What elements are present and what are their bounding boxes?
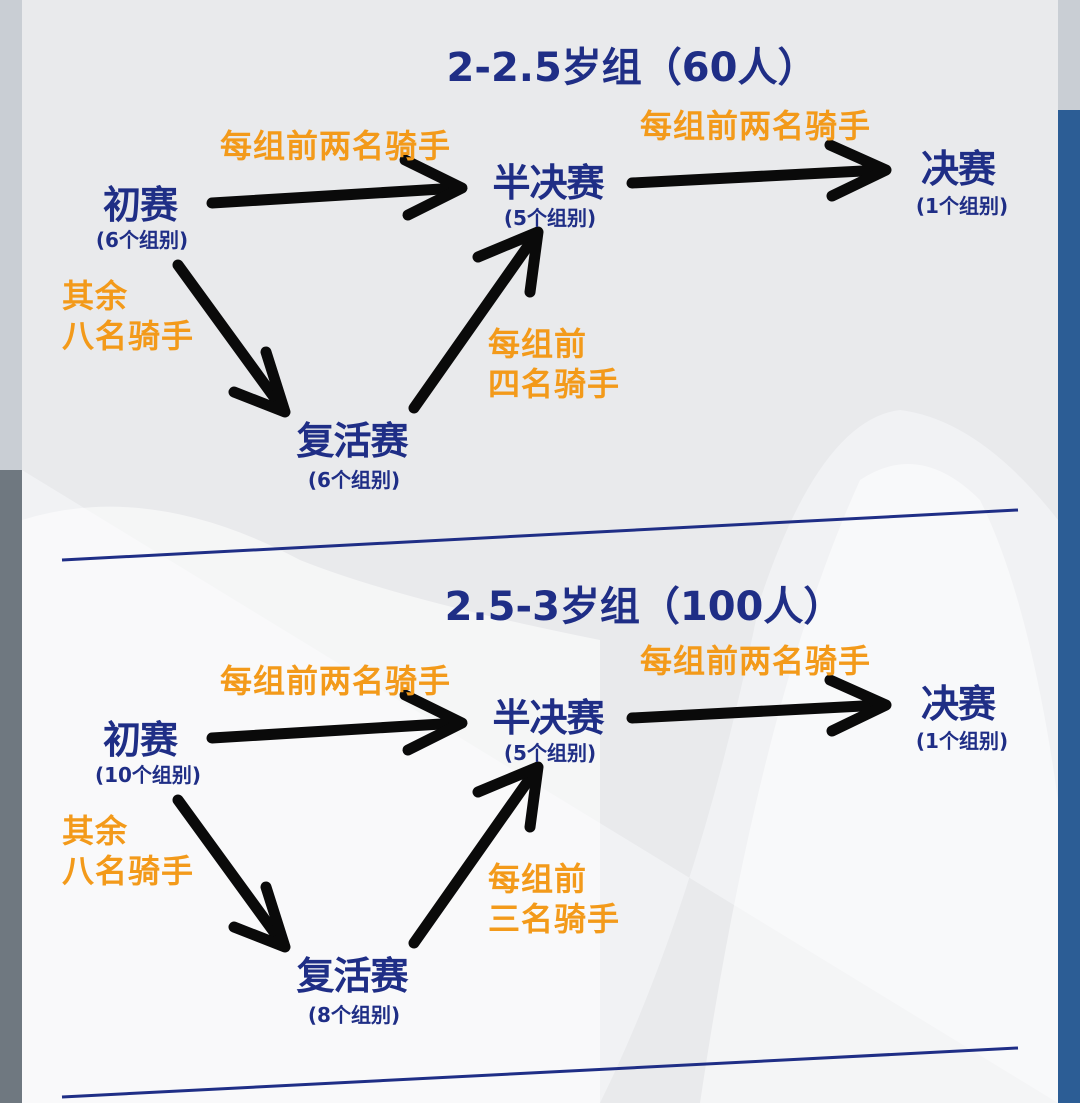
stage-prelim-groups: (10个组别) bbox=[94, 763, 202, 787]
flow-arrows bbox=[172, 139, 892, 418]
section-divider-1 bbox=[61, 508, 1019, 562]
repechage-advance-label: 每组前 四名骑手 bbox=[488, 324, 620, 404]
arrow-prelim-to-semi bbox=[206, 689, 468, 756]
repechage-advance-line1: 每组前 bbox=[488, 325, 588, 363]
stage-prelim: 初赛 bbox=[102, 183, 178, 227]
section-title: 2-2.5岁组（60人） bbox=[446, 45, 818, 91]
rest-riders-line1: 其余 bbox=[62, 277, 129, 315]
repechage-advance-line1: 每组前 bbox=[488, 860, 588, 898]
repechage-advance-label: 每组前 三名骑手 bbox=[488, 859, 620, 939]
repechage-advance-line2: 三名骑手 bbox=[488, 900, 621, 938]
advance-label-semi-final: 每组前两名骑手 bbox=[640, 642, 872, 680]
stage-repechage: 复活赛 bbox=[296, 419, 408, 463]
stage-final: 决赛 bbox=[920, 147, 996, 191]
stage-semifinal-groups: (5个组别) bbox=[503, 206, 597, 230]
section-age-2-2.5: 2-2.5岁组（60人） 每组前两名骑手 每组前两名骑手 初赛 (6个组别) 半… bbox=[0, 0, 1080, 540]
arrow-semi-to-final bbox=[626, 674, 892, 737]
stage-semifinal: 半决赛 bbox=[492, 696, 604, 740]
stage-repechage-groups: (6个组别) bbox=[307, 468, 401, 492]
section-age-2.5-3: 2.5-3岁组（100人） 每组前两名骑手 每组前两名骑手 初赛 (10个组别)… bbox=[0, 535, 1080, 1075]
rest-riders-line2: 八名骑手 bbox=[62, 317, 195, 355]
rest-riders-label: 其余 八名骑手 bbox=[62, 811, 194, 891]
arrow-semi-to-final bbox=[626, 139, 892, 202]
section-title: 2.5-3岁组（100人） bbox=[444, 584, 844, 630]
rest-riders-label: 其余 八名骑手 bbox=[62, 276, 194, 356]
stage-final: 决赛 bbox=[920, 682, 996, 726]
section-divider-2 bbox=[61, 1046, 1019, 1099]
stage-final-groups: (1个组别) bbox=[915, 729, 1009, 753]
advance-label-semi-final: 每组前两名骑手 bbox=[640, 107, 872, 145]
advance-label-prelim-semi: 每组前两名骑手 bbox=[220, 662, 452, 700]
rest-riders-line2: 八名骑手 bbox=[62, 852, 195, 890]
advance-label-prelim-semi: 每组前两名骑手 bbox=[220, 127, 452, 165]
arrow-prelim-to-semi bbox=[206, 154, 468, 221]
arrow-prelim-to-repechage bbox=[172, 794, 291, 953]
arrow-repechage-to-semi bbox=[408, 226, 544, 414]
flow-arrows bbox=[172, 674, 892, 953]
arrow-repechage-to-semi bbox=[408, 761, 544, 949]
stage-prelim-groups: (6个组别) bbox=[95, 228, 189, 252]
stage-repechage: 复活赛 bbox=[296, 954, 408, 998]
stage-repechage-groups: (8个组别) bbox=[307, 1003, 401, 1027]
repechage-advance-line2: 四名骑手 bbox=[488, 365, 621, 403]
stage-final-groups: (1个组别) bbox=[915, 194, 1009, 218]
stage-semifinal: 半决赛 bbox=[492, 161, 604, 205]
stage-prelim: 初赛 bbox=[102, 718, 178, 762]
rest-riders-line1: 其余 bbox=[62, 812, 129, 850]
stage-semifinal-groups: (5个组别) bbox=[503, 741, 597, 765]
arrow-prelim-to-repechage bbox=[172, 259, 291, 418]
